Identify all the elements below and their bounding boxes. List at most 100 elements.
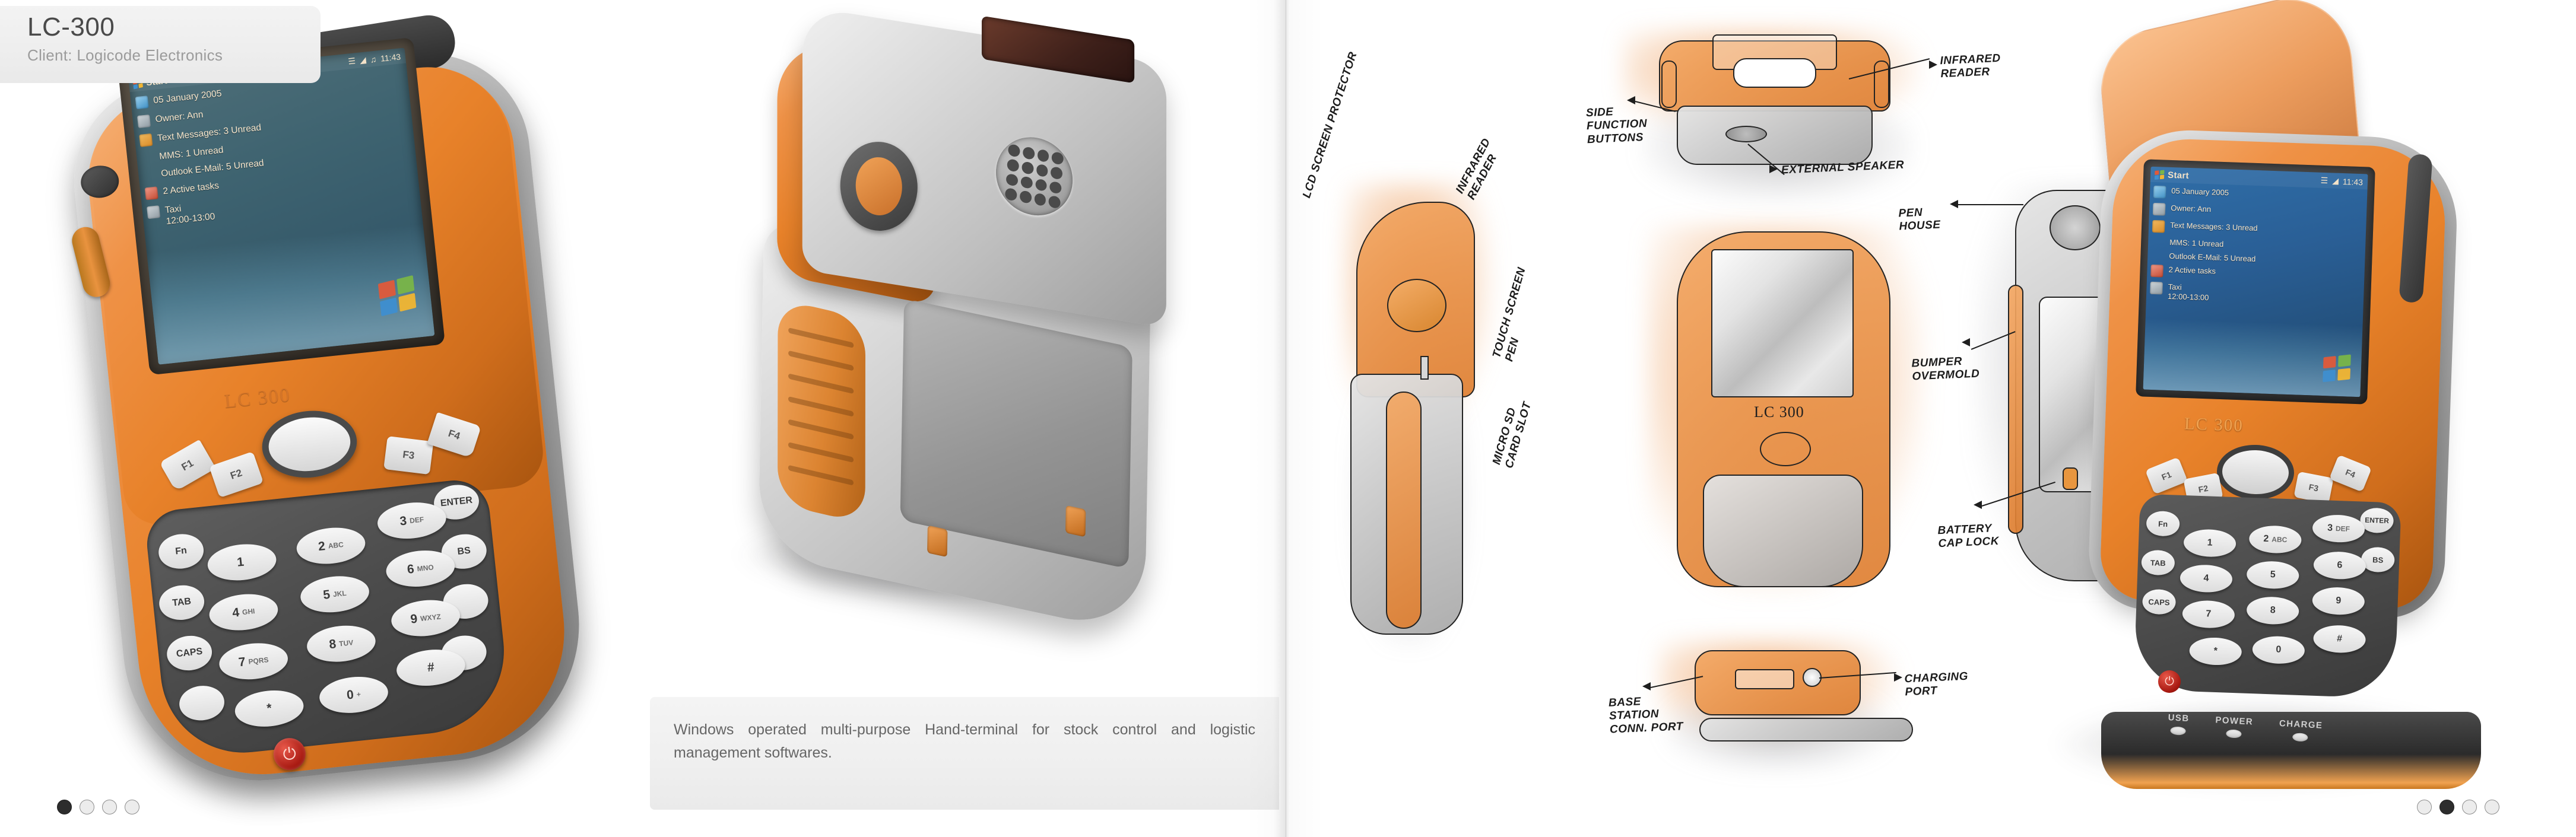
page-dot-1[interactable]: [2417, 800, 2432, 814]
today-list: 05 January 2005 Owner: Ann Text Messages…: [130, 63, 421, 230]
key-1[interactable]: 1: [205, 540, 278, 584]
dock-led-charge: CHARGE: [2279, 718, 2323, 743]
page-indicator-right[interactable]: [2417, 800, 2499, 814]
docked-messages-label: Text Messages: 3 Unread: [2169, 220, 2258, 233]
annotation-pen-house: PEN HOUSE: [1898, 206, 1941, 233]
docked-row-tasks[interactable]: 2 Active tasks: [2150, 264, 2361, 284]
power-led-icon: [2225, 729, 2242, 739]
key-0[interactable]: 0+: [318, 673, 390, 717]
calendar-icon: [135, 96, 149, 110]
page-dot-2[interactable]: [2439, 800, 2454, 814]
device-front-render: Start ☰ ◢ ♫ 11:43 05 January 2005: [50, 0, 620, 813]
docked-key-5[interactable]: 5: [2246, 560, 2300, 590]
docked-key-bs[interactable]: BS: [2361, 546, 2395, 573]
page-dot-4[interactable]: [2485, 800, 2499, 814]
docked-start-label[interactable]: Start: [2167, 170, 2190, 181]
sketch-dpad[interactable]: [1760, 432, 1811, 466]
docked-row-owner[interactable]: Owner: Ann: [2152, 202, 2364, 222]
docked-key-6[interactable]: 6: [2313, 550, 2366, 580]
page-dot-4[interactable]: [125, 800, 139, 814]
docked-pda-display[interactable]: Start ☰ ◢ 11:43 05 January 2005: [2143, 166, 2368, 397]
sketch-grip-overmold: [1386, 392, 1422, 629]
docked-key-star[interactable]: *: [2188, 636, 2242, 666]
sketch-keypad: [1703, 475, 1863, 587]
page-dot-3[interactable]: [2462, 800, 2477, 814]
docked-power-button[interactable]: ⏻: [2158, 670, 2181, 693]
caption-plate: Windows operated multi-purpose Hand-term…: [650, 697, 1279, 810]
docked-row-appointment[interactable]: Taxi 12:00-13:00: [2150, 281, 2361, 308]
caption-text: Windows operated multi-purpose Hand-term…: [674, 721, 1255, 761]
docked-owner-label: Owner: Ann: [2170, 203, 2212, 214]
key-tab[interactable]: TAB: [157, 583, 206, 622]
docked-key-8[interactable]: 8: [2246, 596, 2299, 625]
page-dot-3[interactable]: [102, 800, 117, 814]
screen-bezel: Start ☰ ◢ ♫ 11:43 05 January 2005: [118, 37, 446, 375]
page-dot-2[interactable]: [80, 800, 94, 814]
docked-row-date[interactable]: 05 January 2005: [2153, 185, 2364, 205]
side-grip: [778, 298, 866, 524]
pda-display[interactable]: Start ☰ ◢ ♫ 11:43 05 January 2005: [128, 47, 435, 365]
annotation-infrared-reader-side: INFRARED READER: [1454, 136, 1500, 202]
docked-row-messages[interactable]: Text Messages: 3 Unread: [2152, 219, 2363, 240]
docked-key-enter[interactable]: ENTER: [2359, 507, 2394, 534]
signal-icon: ☰: [2320, 175, 2328, 186]
sketch-bottom-end: BASE STATION CONN. PORT CHARGING PORT: [1609, 629, 1968, 807]
volume-icon: ◢: [2331, 176, 2339, 186]
left-page: Start ☰ ◢ ♫ 11:43 05 January 2005: [0, 0, 1285, 837]
docked-key-4[interactable]: 4: [2180, 564, 2233, 593]
sketch-front-elevation: LC 300: [1647, 225, 1950, 605]
sketch-battery-latch-left[interactable]: [2063, 467, 2078, 490]
today-messages-label: Text Messages: 3 Unread: [157, 122, 262, 144]
client-label: Client: Logicode Electronics: [27, 46, 223, 64]
tasks-icon: [2150, 264, 2163, 278]
battery-latch-left[interactable]: [927, 525, 948, 558]
docked-key-7[interactable]: 7: [2182, 600, 2235, 629]
docked-brand-mark: LC 300: [2184, 414, 2244, 435]
today-date-label: 05 January 2005: [153, 88, 223, 106]
owner-icon: [2152, 202, 2166, 216]
key-fn[interactable]: Fn: [157, 532, 205, 571]
docked-key-tab[interactable]: TAB: [2141, 549, 2175, 576]
docked-key-caps[interactable]: CAPS: [2142, 588, 2177, 615]
docked-key-9[interactable]: 9: [2312, 586, 2365, 616]
docked-key-fn[interactable]: Fn: [2146, 510, 2180, 537]
sketch-bumper-strip: [2008, 285, 2023, 534]
docked-key-1[interactable]: 1: [2183, 529, 2236, 558]
annotation-side-function-buttons: SIDE FUNCTION BUTTONS: [1585, 106, 1648, 147]
battery-latch-right[interactable]: [1065, 505, 1086, 537]
docked-key-0[interactable]: 0: [2252, 635, 2305, 665]
sketch-speaker-grille: [1725, 126, 1767, 142]
key-star[interactable]: *: [233, 687, 306, 730]
docked-tasks-label: 2 Active tasks: [2168, 265, 2216, 276]
calendar-icon: [2153, 185, 2166, 199]
sketch-side-button-left[interactable]: [1661, 61, 1677, 108]
page-dot-1[interactable]: [57, 800, 72, 814]
docked-appt-time: 12:00-13:00: [2167, 291, 2209, 303]
sketch-side-button-right[interactable]: [1874, 61, 1889, 108]
annotation-lcd-screen-protector: LCD SCREEN PROTECTOR: [1300, 50, 1360, 200]
clock-label: 11:43: [380, 51, 401, 63]
key-blank-left[interactable]: [177, 683, 226, 723]
mail-icon: [2152, 219, 2165, 233]
dock-led-usb: USB: [2167, 712, 2190, 736]
docked-screen-bezel: Start ☰ ◢ 11:43 05 January 2005: [2136, 159, 2375, 405]
page-indicator-left[interactable]: [57, 800, 139, 814]
docked-mms-label[interactable]: MMS: 1 Unread: [2169, 237, 2224, 249]
appt-icon: [147, 205, 161, 219]
today-tasks-label: 2 Active tasks: [162, 180, 220, 197]
function-key-f3[interactable]: F3: [383, 436, 434, 475]
key-caps[interactable]: CAPS: [165, 634, 214, 673]
windows-wallpaper-logo-icon: [2323, 354, 2351, 383]
docked-outlook-label[interactable]: Outlook E-Mail: 5 Unread: [2169, 251, 2256, 263]
sketch-top-plan: INFRARED READER SIDE FUNCTION BUTTONS EX…: [1586, 24, 2001, 219]
docked-key-hash[interactable]: #: [2312, 624, 2366, 654]
